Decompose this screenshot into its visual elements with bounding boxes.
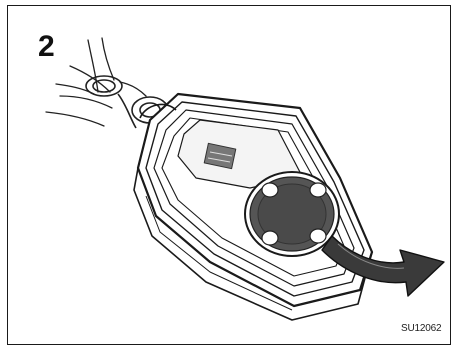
battery-cover xyxy=(245,172,339,256)
